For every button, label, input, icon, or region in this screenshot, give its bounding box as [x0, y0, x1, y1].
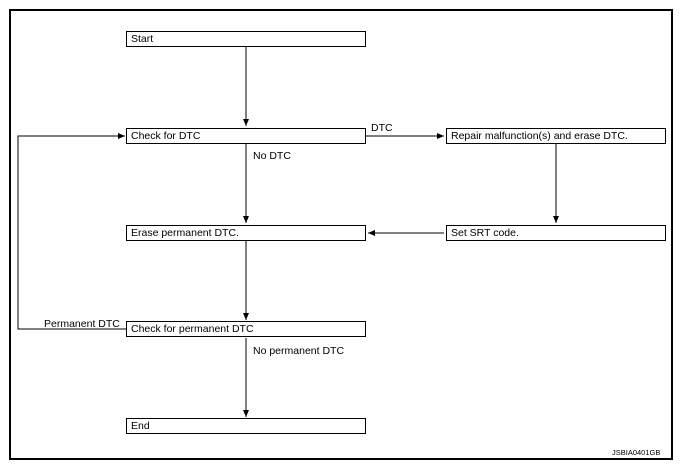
- erase-permanent-box: Erase permanent DTC.: [126, 225, 366, 241]
- start-box: Start: [126, 31, 366, 47]
- edge-label-permanent-dtc: Permanent DTC: [44, 318, 120, 330]
- end-box: End: [126, 418, 366, 434]
- repair-box: Repair malfunction(s) and erase DTC.: [446, 128, 666, 144]
- figure-code: JSBIA0401GB: [612, 448, 661, 457]
- arrow-permanent-loop-back: [17, 133, 126, 330]
- edge-label-dtc: DTC: [371, 122, 393, 134]
- edge-label-no-permanent-dtc: No permanent DTC: [253, 345, 345, 357]
- check-permanent-box: Check for permanent DTC: [126, 321, 366, 337]
- check-dtc-box: Check for DTC: [126, 128, 366, 144]
- diagram-frame: [9, 9, 673, 460]
- set-srt-box: Set SRT code.: [446, 225, 666, 241]
- edge-label-no-dtc: No DTC: [253, 150, 291, 162]
